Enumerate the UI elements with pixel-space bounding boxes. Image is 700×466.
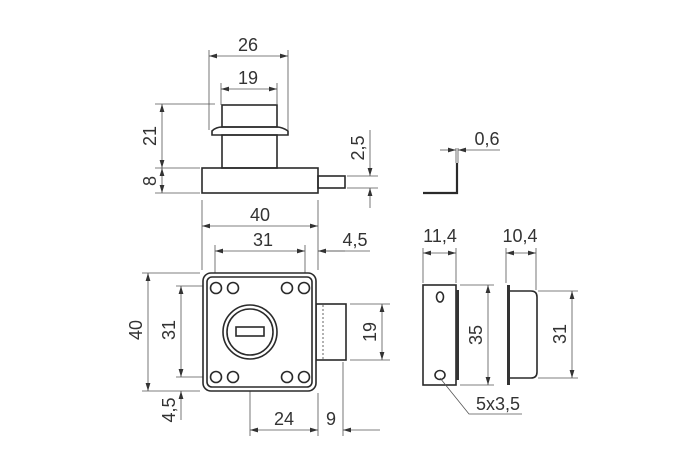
- lock-body: [202, 272, 317, 392]
- angle-profile: 0,6: [423, 129, 500, 195]
- dim-26: 26: [238, 35, 258, 55]
- dim-31-bracket: 31: [550, 324, 570, 344]
- dim-4-5-bottom: 4,5: [159, 397, 179, 422]
- dim-19-bolt: 19: [360, 322, 380, 342]
- top-view: 26 19 21 8 2,5: [140, 35, 378, 208]
- dim-4-5-bolt: 4,5: [342, 230, 367, 250]
- dim-11-4: 11,4: [423, 226, 457, 246]
- bolt-stub: [317, 175, 346, 189]
- cylinder-cap: [221, 104, 278, 128]
- bracket: 10,4 31: [502, 226, 578, 385]
- dim-31-width: 31: [253, 230, 273, 250]
- dim-10-4: 10,4: [502, 226, 537, 246]
- front-view: 40 31 4,5 40 31 4,5 19 24 9: [126, 200, 390, 436]
- dim-35: 35: [466, 325, 486, 345]
- cylinder-body: [221, 134, 278, 169]
- dim-40-height: 40: [126, 320, 146, 340]
- dim-0-6: 0,6: [474, 129, 499, 149]
- dim-40-width: 40: [250, 205, 270, 225]
- keyhole-icon: [235, 326, 265, 337]
- dim-31-height: 31: [159, 320, 179, 340]
- slot-hole: [434, 369, 446, 381]
- strike-plate: 11,4 35 5x3,5: [422, 226, 522, 415]
- dim-21: 21: [140, 126, 160, 146]
- base-plate: [201, 167, 319, 194]
- cylinder-flange: [211, 126, 289, 136]
- mounting-holes: [209, 281, 311, 384]
- dim-8: 8: [140, 176, 160, 186]
- slot-size-label: 5x3,5: [476, 394, 520, 414]
- key-cylinder: [222, 304, 278, 360]
- dim-24: 24: [274, 409, 294, 429]
- dim-19: 19: [238, 68, 258, 88]
- dim-2-5: 2,5: [348, 135, 368, 160]
- lock-bolt: [315, 303, 347, 361]
- dim-9: 9: [326, 409, 336, 429]
